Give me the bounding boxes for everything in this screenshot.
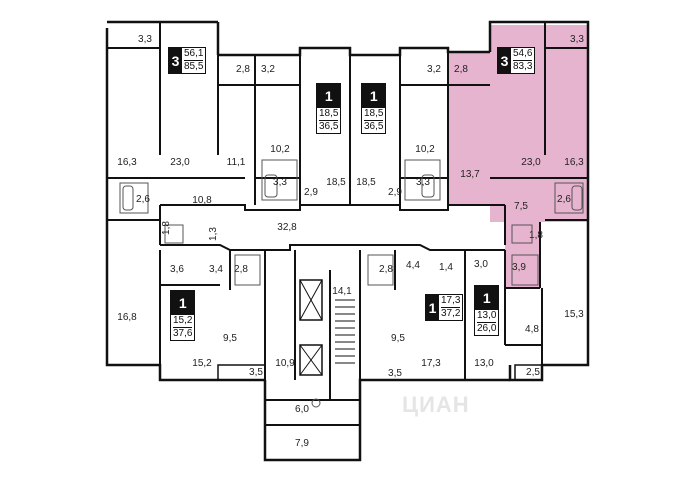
living-area: 18,5 xyxy=(364,108,384,121)
living-area: 13,0 xyxy=(477,310,497,323)
room-area-label: 3,3 xyxy=(570,34,584,45)
total-area: 26,0 xyxy=(477,323,497,334)
room-area-label: 2,9 xyxy=(388,187,402,198)
room-count: 1 xyxy=(426,295,439,320)
room-area-label: 7,5 xyxy=(514,201,528,212)
room-area-label: 16,8 xyxy=(117,312,137,323)
room-area-label: 9,5 xyxy=(223,333,237,344)
room-area-label: 3,5 xyxy=(388,368,402,379)
room-area-label: 15,2 xyxy=(192,358,212,369)
room-area-label: 18,5 xyxy=(326,177,346,188)
room-area-label: 4,4 xyxy=(406,260,420,271)
outer-walls xyxy=(105,20,590,462)
room-area-label: 7,9 xyxy=(295,438,309,449)
total-area: 83,3 xyxy=(513,61,533,72)
room-area-label: 3,3 xyxy=(416,177,430,188)
room-area-label: 10,8 xyxy=(192,195,212,206)
room-area-label: 2,6 xyxy=(557,194,571,205)
room-count: 3 xyxy=(498,48,511,73)
room-area-label: 3,2 xyxy=(427,64,441,75)
living-area: 56,1 xyxy=(184,48,204,61)
room-area-label: 11,1 xyxy=(226,157,246,168)
total-area: 85,5 xyxy=(184,61,204,72)
room-count: 1 xyxy=(317,84,341,108)
room-area-label: 3,5 xyxy=(249,367,263,378)
room-area-label: 3,3 xyxy=(138,34,152,45)
room-area-label: 9,5 xyxy=(391,333,405,344)
room-area-label: 1,8 xyxy=(161,221,172,235)
room-area-label: 13,0 xyxy=(474,358,494,369)
room-area-label: 2,6 xyxy=(136,194,150,205)
room-area-label: 1,4 xyxy=(439,262,453,273)
total-area: 37,2 xyxy=(441,308,461,319)
room-area-label: 14,1 xyxy=(332,286,352,297)
total-area: 36,5 xyxy=(319,121,339,132)
living-area: 54,6 xyxy=(513,48,533,61)
room-area-label: 32,8 xyxy=(277,222,297,233)
living-area: 18,5 xyxy=(319,108,339,121)
room-area-label: 13,7 xyxy=(460,169,480,180)
room-area-label: 2,8 xyxy=(236,64,250,75)
room-area-label: 18,5 xyxy=(356,177,376,188)
room-area-label: 16,3 xyxy=(564,157,584,168)
room-area-label: 2,8 xyxy=(454,64,468,75)
room-area-label: 3,3 xyxy=(273,177,287,188)
room-area-label: 3,2 xyxy=(261,64,275,75)
room-area-label: 23,0 xyxy=(170,157,190,168)
living-area: 15,2 xyxy=(173,315,193,328)
interior-walls xyxy=(107,22,588,426)
room-area-label: 1,8 xyxy=(529,230,543,241)
living-area: 17,3 xyxy=(441,295,461,308)
room-area-label: 17,3 xyxy=(421,358,441,369)
room-area-label: 4,8 xyxy=(525,324,539,335)
room-count: 1 xyxy=(475,286,499,310)
room-area-label: 3,6 xyxy=(170,264,184,275)
room-area-label: 2,8 xyxy=(379,264,393,275)
room-area-label: 23,0 xyxy=(521,157,541,168)
watermark: ЦИАН xyxy=(402,392,470,417)
room-count: 3 xyxy=(169,48,182,73)
highlighted-apartment-fill xyxy=(448,25,587,288)
bathroom-fixtures xyxy=(119,159,584,408)
room-area-label: 2,5 xyxy=(526,367,540,378)
room-area-label: 16,3 xyxy=(117,157,137,168)
room-count: 1 xyxy=(362,84,386,108)
room-area-label: 2,8 xyxy=(234,264,248,275)
room-area-label: 2,9 xyxy=(304,187,318,198)
room-area-label: 1,3 xyxy=(208,227,219,241)
room-area-label: 3,4 xyxy=(209,264,223,275)
total-area: 36,5 xyxy=(364,121,384,132)
room-count: 1 xyxy=(171,291,195,315)
room-area-label: 10,2 xyxy=(270,144,290,155)
total-area: 37,6 xyxy=(173,328,193,339)
room-area-label: 10,2 xyxy=(415,144,435,155)
room-area-label: 3,0 xyxy=(474,259,488,270)
room-area-label: 3,9 xyxy=(512,262,526,273)
room-area-label: 6,0 xyxy=(295,404,309,415)
room-area-label: 10,9 xyxy=(275,358,295,369)
room-area-label: 15,3 xyxy=(564,309,584,320)
